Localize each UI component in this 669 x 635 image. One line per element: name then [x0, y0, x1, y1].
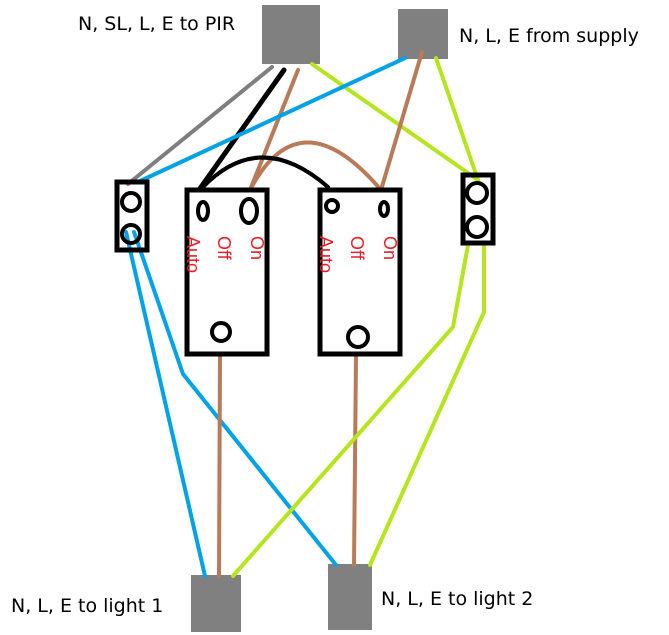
- terminal: [196, 200, 210, 222]
- brown-link-wire-switch1-to-switch2: [248, 140, 383, 192]
- pir-label: N, SL, L, E to PIR: [78, 13, 236, 35]
- light1-label: N, L, E to light 1: [11, 595, 164, 617]
- green-wire-supply-to-earth-block: [434, 56, 480, 182]
- green-wire-to-light1: [231, 243, 470, 578]
- brown-wire-switch1-to-light1: [217, 354, 222, 578]
- light2-label: N, L, E to light 2: [381, 588, 534, 610]
- terminal: [465, 181, 489, 205]
- brown-wire-supply-to-switch2: [379, 50, 424, 192]
- earth-connector-block: [460, 172, 496, 246]
- switch-1-on-label: On: [247, 236, 267, 261]
- blue-wire-to-light2: [132, 230, 338, 567]
- terminal: [120, 191, 142, 213]
- terminal: [239, 197, 259, 225]
- brown-wire-pir-to-switch1: [248, 68, 300, 192]
- terminal: [465, 215, 489, 239]
- light2-junction-box: [328, 564, 372, 630]
- switch-2-off-label: Off: [347, 236, 367, 260]
- switch-2: [317, 187, 403, 357]
- terminal: [378, 200, 390, 218]
- terminal: [324, 198, 340, 214]
- green-wire-pir-to-earth-block: [310, 62, 480, 182]
- switch-1-positions: On Off Auto: [183, 236, 268, 296]
- grey-wire-pir-to-neutral-block: [126, 65, 274, 186]
- terminal: [346, 325, 370, 349]
- neutral-connector-block: [114, 179, 150, 253]
- switch-2-on-label: On: [380, 236, 400, 261]
- switch-2-auto-label: Auto: [316, 236, 336, 274]
- switch-1: [184, 187, 270, 357]
- light1-junction-box: [191, 575, 241, 632]
- black-wire-pir-to-switch1: [196, 67, 287, 193]
- switch-1-off-label: Off: [214, 236, 234, 260]
- switch-1-auto-label: Auto: [183, 236, 203, 274]
- blue-wire-supply-to-neutral-block: [136, 56, 407, 184]
- blue-wire-to-light1: [124, 230, 207, 578]
- green-wire-to-light2: [368, 243, 486, 567]
- brown-wire-switch2-to-light2: [352, 354, 358, 567]
- terminal: [120, 223, 142, 245]
- black-link-wire-switch1-to-switch2: [201, 155, 330, 189]
- switch-2-positions: On Off Auto: [316, 236, 401, 296]
- supply-label: N, L, E from supply: [459, 25, 639, 47]
- terminal: [210, 321, 232, 343]
- pir-junction-box: [262, 5, 320, 64]
